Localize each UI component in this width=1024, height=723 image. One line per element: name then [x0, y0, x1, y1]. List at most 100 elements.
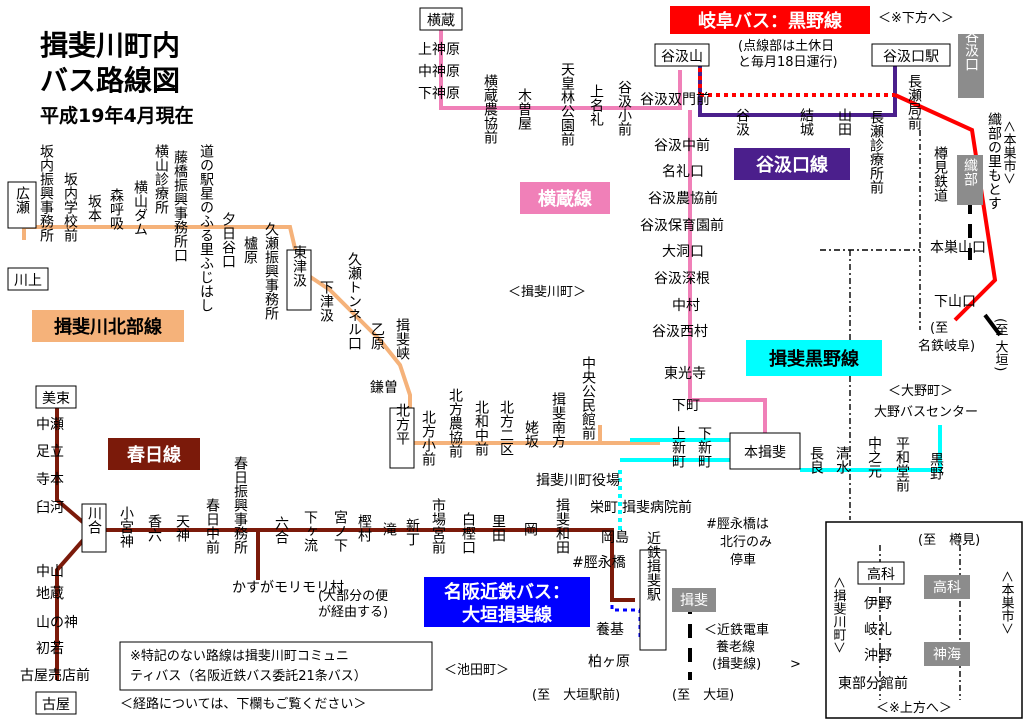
stop-label: 谷汲中前	[654, 137, 710, 154]
municipal-boundaries	[820, 130, 961, 700]
station-kitagata-taira: 北方平	[389, 403, 415, 469]
stop-label: 天神	[174, 514, 190, 542]
inset-box	[825, 521, 1023, 719]
note-gifu-1: (点線部は土休日	[738, 38, 834, 54]
ibi-kurono-route-line	[618, 425, 942, 530]
stop-label: 下神原	[418, 86, 460, 102]
stop-label: 小宮神	[118, 506, 134, 548]
title-line1: 揖斐川町内	[40, 29, 180, 62]
note-ue-houhe: ＜※上方へ＞	[876, 700, 952, 716]
line-label-meihan-line2: 大垣揖斐線	[462, 604, 552, 626]
stop-label: 沖野	[864, 648, 892, 664]
line-label-ibi-kurono: 揖斐黒野線	[746, 340, 882, 376]
station-hon-ibi: 本揖斐	[729, 432, 801, 470]
grey-label-ibi: 揖斐	[672, 588, 716, 612]
stop-label: 谷汲深根	[654, 271, 710, 287]
note-to-meitetsu-2: 名鉄岐阜)	[918, 338, 975, 354]
stop-label: 長瀬診療所前	[868, 110, 884, 195]
stop-label: 樫村	[356, 514, 372, 542]
community-note-2: ティバス（名阪近鉄バス委託21条バス）	[130, 668, 367, 684]
line-label-ibi-kurono-text: 揖斐黒野線	[769, 348, 859, 370]
note-kasuga-1: (大部分の便	[318, 589, 388, 604]
grey-label-tanigumiguchi-text: 谷汲口	[963, 29, 979, 71]
stop-label: 坂本	[86, 194, 102, 222]
note-to-ogaki-eki: (至 大垣駅前)	[532, 687, 620, 703]
stop-label: 北方二区	[498, 400, 514, 456]
stop-label: 岡	[522, 522, 538, 537]
stop-label: 上名礼	[588, 84, 604, 126]
station-kintetsu-ibi: 近鉄揖斐駅	[639, 531, 667, 651]
stop-label: 坂内振興事務所	[38, 144, 54, 242]
stop-label: 谷汲保育園前	[640, 217, 724, 234]
grey-label-takashina: 高科	[924, 575, 970, 599]
stop-label: 春日中前	[204, 498, 220, 555]
stop-label: 古屋売店前	[20, 667, 90, 684]
station-higashi-tsuzura-label: 東津汲	[291, 245, 307, 287]
grey-label-takashina-text: 高科	[933, 579, 961, 596]
stop-label: 谷汲小前	[616, 80, 632, 137]
stop-label: 乙原	[369, 322, 385, 350]
note-ono-cho: ＜大野町＞	[888, 384, 953, 399]
note-kintetsu-3: (揖斐線)	[712, 656, 761, 672]
stop-label: 久瀬トンネル口	[346, 252, 362, 350]
stop-label: 臼河	[36, 500, 64, 516]
stop-label: 黒野	[928, 452, 944, 480]
stop-label: 谷汲双門前	[640, 91, 710, 108]
stop-label: 横山診療所	[153, 144, 169, 214]
note-kintetsu-4: >	[790, 657, 801, 672]
kasuga-route-line	[55, 407, 635, 680]
station-kintetsu-ibi-label: 近鉄揖斐駅	[645, 531, 661, 601]
stop-label: 北方農協前	[447, 388, 463, 459]
stop-label: 岡島	[601, 530, 629, 546]
station-kitagata-taira-label: 北方平	[394, 403, 410, 445]
station-mihigashi-label: 美束	[42, 391, 70, 407]
stop-label: 東部分館前	[838, 675, 908, 692]
stop-label: 木曽屋	[516, 88, 532, 131]
as-of-date: 平成19年4月現在	[40, 104, 194, 127]
stop-label: 道の駅星のふる里ふじはし	[198, 144, 214, 312]
stop-label: 新丁	[404, 518, 420, 546]
station-kawai: 川合	[81, 503, 107, 553]
station-tanigumi-yama: 谷汲山	[654, 43, 710, 67]
stop-label: 栄町	[590, 500, 618, 516]
stop-label: 横蔵農協前	[482, 74, 498, 145]
line-label-tanigumiguchi-text: 谷汲口線	[756, 154, 828, 176]
stop-label: 足立	[36, 444, 64, 460]
station-higashi-tsuzura: 東津汲	[286, 245, 312, 311]
note-hashi-2: 北行のみ	[720, 535, 772, 550]
stop-label: 大洞口	[662, 244, 704, 260]
stop-label: 滝	[381, 522, 397, 536]
note-gifu-2: と毎月18日運行)	[738, 54, 838, 70]
note-ono-bus-center: 大野バスセンター	[874, 405, 978, 420]
stop-label: 宮ノ下	[332, 510, 348, 552]
stop-label: 鎌曽	[370, 380, 398, 396]
stop-label: 上新町	[670, 426, 686, 468]
route-note: ＜経路については、下欄もご覧ください＞	[120, 696, 366, 712]
stop-label: 寺本	[36, 472, 64, 488]
note-ibigawa-cho: ＜揖斐川町＞	[508, 285, 586, 300]
stop-label: 樽見鉄道	[932, 145, 948, 203]
stop-label: 長瀬局前	[906, 74, 922, 131]
station-kawakami: 川上	[7, 267, 49, 291]
station-kawai-label: 川合	[86, 506, 102, 534]
grey-label-ibi-text: 揖斐	[680, 593, 708, 609]
stop-label: 香六	[146, 514, 162, 542]
line-label-kasuga-text: 春日線	[127, 444, 181, 466]
stop-label: 谷汲	[734, 108, 750, 136]
stop-label: 横山ダム	[132, 180, 148, 236]
station-koya: 古屋	[35, 691, 77, 715]
stop-label: #脛永橋	[572, 555, 626, 571]
line-label-hokubu-text: 揖斐川北部線	[54, 316, 162, 338]
note-ibigawa-cho-side: ＜揖斐川町＞	[831, 576, 847, 654]
station-mihigashi: 美束	[35, 385, 77, 409]
grey-label-kamiumi-text: 神海	[933, 647, 961, 663]
stop-label: 岐礼	[864, 622, 892, 638]
stop-label: 平和堂前	[894, 436, 910, 493]
stop-label: 中村	[672, 298, 700, 314]
stop-label: 山田	[836, 108, 852, 136]
stop-label: 中瀬	[36, 417, 64, 433]
note-to-meitetsu-1: (至	[930, 321, 948, 336]
note-to-tarumi: (至 樽見)	[918, 532, 980, 548]
stop-label: 下町	[672, 398, 700, 414]
